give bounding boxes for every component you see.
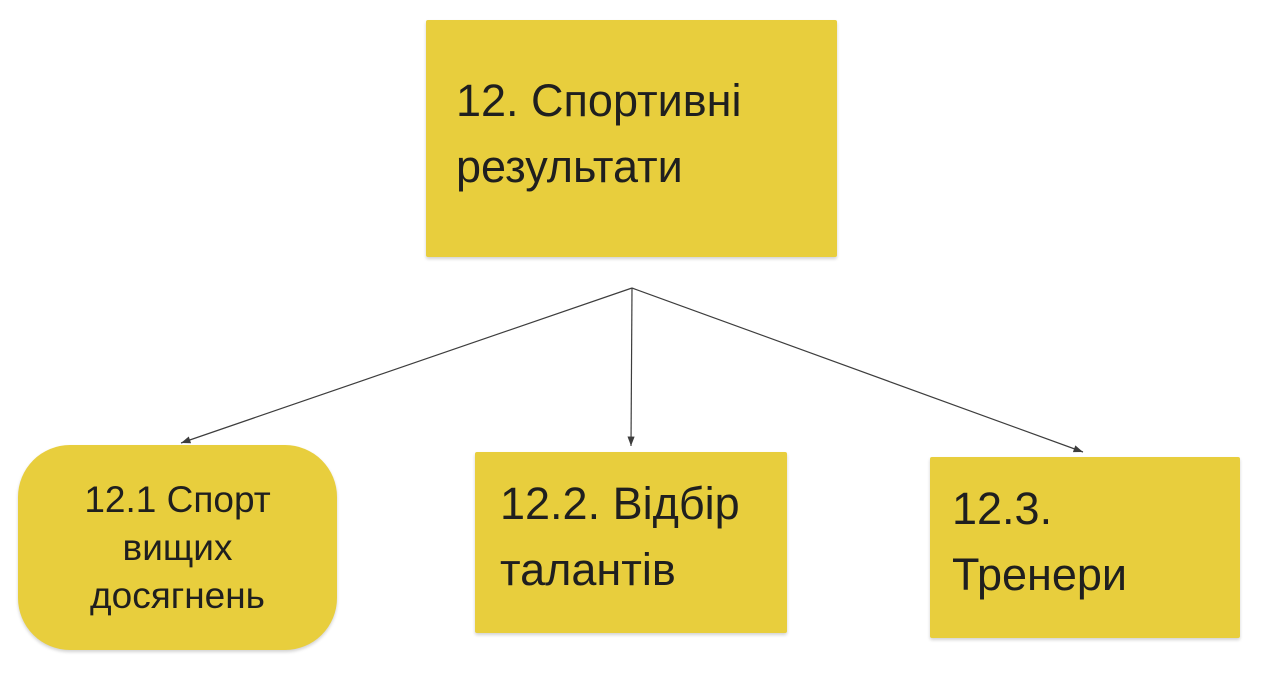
node-label-line: 12.1 Спорт: [84, 478, 271, 520]
connector-root-to-talent-selection: [627, 287, 635, 447]
node-sports-results: 12. Спортивні результати: [426, 20, 837, 257]
connector-root-to-sport-high-achievements: [180, 287, 633, 444]
connector-root-to-coaches: [631, 287, 1084, 453]
node-coaches: 12.3. Тренери: [930, 457, 1240, 638]
node-label-line: вищих: [122, 526, 233, 568]
node-sport-high-achievements: 12.1 Спорт вищих досягнень: [18, 445, 337, 650]
node-label-line: 12. Спортивні: [456, 74, 742, 126]
node-label-line: 12.2. Відбір: [500, 477, 740, 529]
node-label-line: досягнень: [90, 574, 265, 616]
node-label-line: талантів: [500, 543, 676, 595]
node-label-line: 12.3.: [952, 482, 1053, 534]
node-talent-selection: 12.2. Відбір талантів: [475, 452, 787, 633]
node-label-line: Тренери: [952, 548, 1128, 600]
node-label-line: результати: [456, 140, 683, 192]
